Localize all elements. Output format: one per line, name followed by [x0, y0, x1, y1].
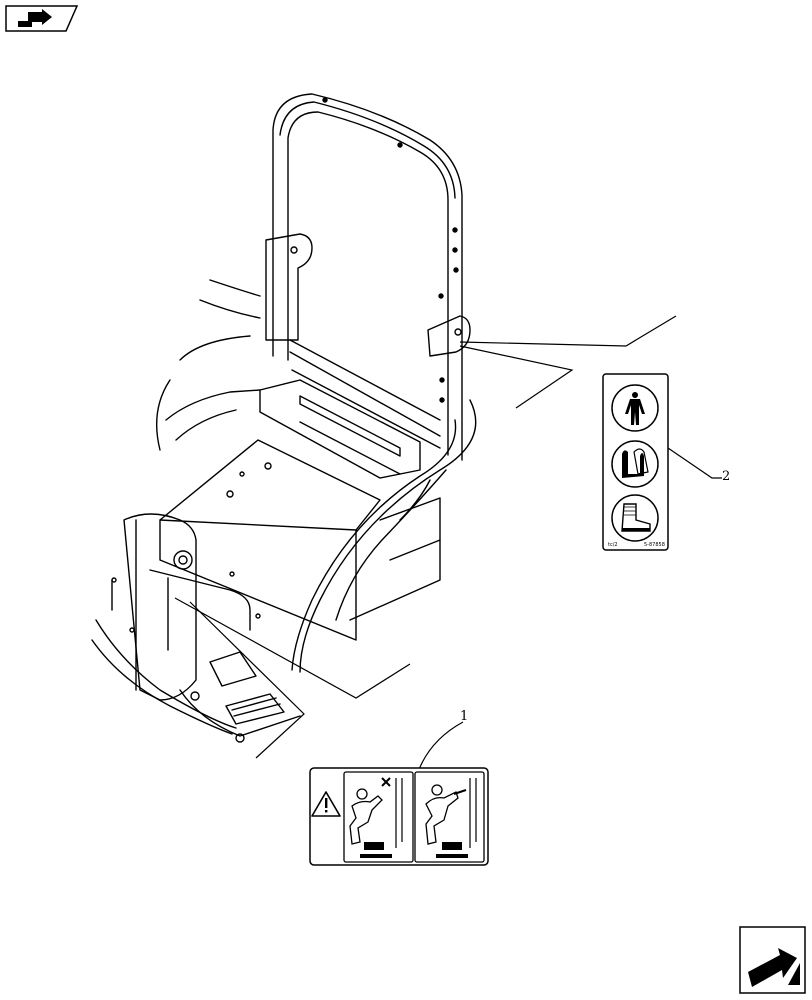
- correct-boarding-icon: [414, 771, 485, 863]
- decal-code-left: tc/2: [608, 542, 618, 548]
- book-arrow-icon[interactable]: [5, 5, 79, 32]
- coverall-icon: [611, 384, 659, 432]
- warning-boarding-decal: [309, 767, 489, 866]
- gloves-icon: [611, 440, 659, 488]
- rops-frame-drawing: [91, 93, 477, 743]
- leader-lines: [174, 315, 722, 773]
- decal-code-right: 5-87858: [644, 542, 665, 548]
- wrong-boarding-icon: [343, 771, 414, 863]
- warning-triangle-icon: [311, 791, 341, 817]
- safety-boot-icon: [611, 494, 659, 542]
- callout-number-1: 1: [460, 709, 468, 724]
- next-page-arrow-icon[interactable]: [739, 926, 806, 994]
- ppe-decal: tc/2 5-87858: [602, 373, 669, 551]
- callout-number-2: 2: [722, 469, 730, 484]
